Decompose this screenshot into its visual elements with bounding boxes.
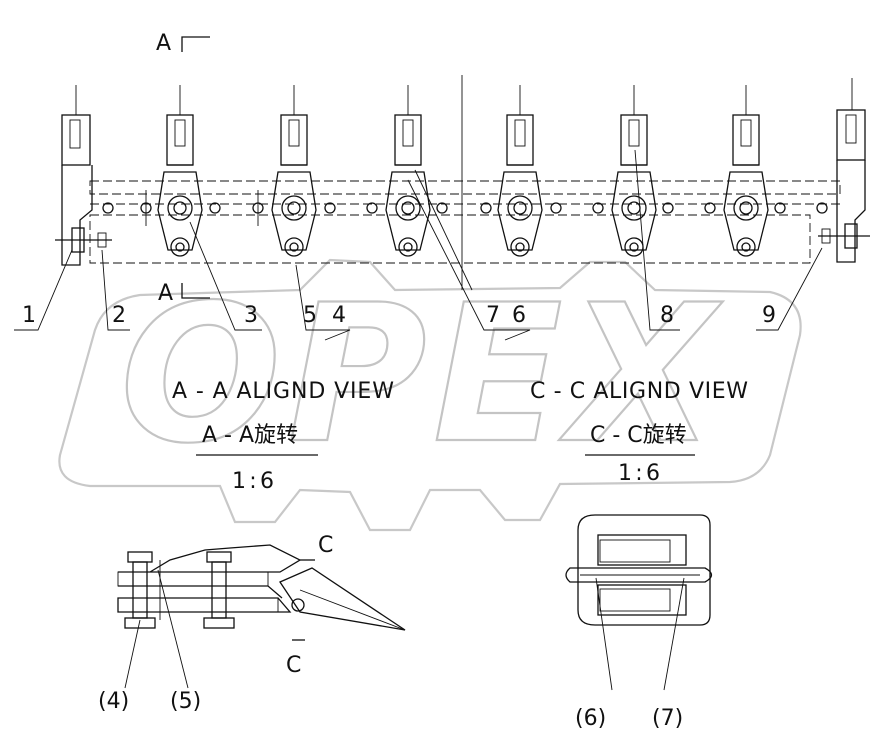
bar-hole-11	[662, 202, 674, 214]
upper-bar-outline	[89, 180, 841, 195]
watermark-logo: OPEX	[58, 258, 802, 532]
leader-lines	[14, 149, 823, 341]
bar-hole-14	[816, 202, 828, 214]
bar-hole-7	[436, 202, 448, 214]
bar-hole-6	[366, 202, 378, 214]
section-marker-a-bottom: A	[158, 281, 210, 306]
view-cc-title-cn: C - C旋转	[590, 423, 687, 448]
callout-3: 3	[244, 303, 258, 328]
bar-hole-8	[480, 202, 492, 214]
detail-callout-7: (7)	[652, 706, 683, 731]
bar-holes	[102, 190, 828, 226]
callout-1: 1	[22, 303, 36, 328]
callout-2: 2	[112, 303, 126, 328]
cutter-bar-assembly: 1 2 3 5 4 7 6 8 9	[14, 75, 870, 341]
view-aa-title-cn: A - A旋转	[202, 423, 298, 448]
bar-hole-13	[774, 202, 786, 214]
detail-callout-5: (5)	[170, 689, 201, 714]
guards	[157, 85, 769, 257]
view-cc-scale: 1:6	[618, 461, 660, 486]
guard-3	[385, 85, 431, 257]
guard-2	[271, 85, 317, 257]
callout-6: 6	[512, 303, 526, 328]
callout-7: 7	[486, 303, 500, 328]
section-label-c-top: C	[318, 533, 333, 558]
view-title-aa: A - A ALIGND VIEW A - A旋转 1:6	[172, 379, 394, 494]
right-end-bracket	[818, 78, 870, 263]
guard-5	[611, 85, 657, 257]
bar-hole-1	[102, 202, 114, 214]
view-cc-title-en: C - C ALIGND VIEW	[530, 379, 748, 404]
callout-9: 9	[762, 303, 776, 328]
section-view-cc: (6) (7)	[565, 514, 713, 731]
bar-hole-9	[550, 202, 562, 214]
callout-5: 5	[303, 303, 317, 328]
bar-hole-3	[209, 202, 221, 214]
bar-hole-5	[324, 202, 336, 214]
watermark-text: OPEX	[120, 264, 724, 485]
section-label-a-bottom: A	[158, 281, 173, 306]
bar-hole-10	[592, 202, 604, 214]
left-end-bracket	[55, 85, 112, 266]
view-aa-title-en: A - A ALIGND VIEW	[172, 379, 394, 404]
guard-4	[497, 85, 543, 257]
guard-1	[157, 85, 203, 257]
section-label-a-top: A	[156, 31, 171, 56]
callout-4: 4	[332, 303, 346, 328]
guard-6	[723, 85, 769, 257]
section-label-c-bottom: C	[286, 653, 301, 678]
detail-callout-4: (4)	[98, 689, 129, 714]
bar-hole-12	[704, 202, 716, 214]
section-marker-a-top: A	[156, 31, 210, 56]
view-title-cc: C - C ALIGND VIEW C - C旋转 1:6	[530, 379, 748, 486]
view-aa-scale: 1:6	[232, 469, 274, 494]
section-view-aa: C C (4) (5)	[98, 533, 406, 714]
lower-bar-outline	[89, 214, 811, 264]
callout-8: 8	[660, 303, 674, 328]
detail-callout-6: (6)	[575, 706, 606, 731]
callout-numbers: 1 2 3 5 4 7 6 8 9	[22, 303, 776, 328]
